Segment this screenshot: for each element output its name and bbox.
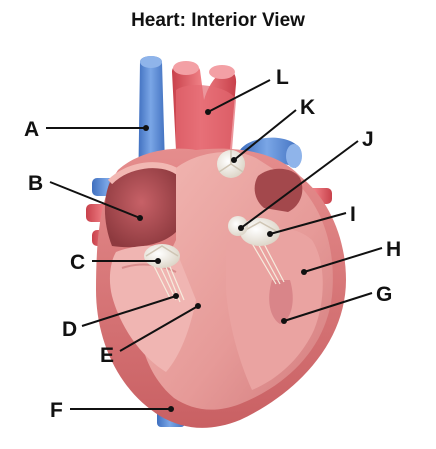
leader-l-dot [205, 109, 211, 115]
label-j: J [362, 128, 374, 151]
leader-g-dot [281, 318, 287, 324]
label-f: F [50, 399, 63, 422]
leader-j [240, 140, 359, 229]
leader-h-dot [301, 269, 307, 275]
leader-a-dot [143, 125, 149, 131]
right-atrium [104, 162, 180, 248]
leader-b [49, 181, 141, 219]
label-e: E [100, 344, 114, 367]
label-k: K [300, 96, 315, 119]
label-b: B [28, 172, 43, 195]
label-i: I [350, 203, 356, 226]
left-atrium [254, 168, 303, 212]
leader-h [303, 247, 383, 273]
labels: A B C D E F G H I J K L [24, 66, 401, 422]
leader-e [119, 305, 199, 352]
leader-g [283, 292, 373, 322]
leader-d-dot [173, 293, 179, 299]
leader-c-dot [155, 258, 161, 264]
leader-lines [46, 79, 383, 412]
label-d: D [62, 318, 77, 341]
leader-d [81, 295, 177, 327]
diagram-title: Heart: Interior View [131, 10, 305, 31]
leader-l [207, 79, 271, 113]
leader-j-dot [238, 225, 244, 231]
label-g: G [376, 283, 392, 306]
leader-k-dot [231, 157, 237, 163]
leader-k [233, 109, 297, 161]
leader-e-dot [195, 303, 201, 309]
label-c: C [70, 251, 85, 274]
leader-f-dot [168, 406, 174, 412]
mitral-valve [240, 218, 280, 246]
label-h: H [386, 238, 401, 261]
aortic-valve [228, 216, 248, 236]
leader-b-dot [137, 215, 143, 221]
leader-i-dot [267, 231, 273, 237]
tricuspid-valve [144, 244, 180, 268]
label-a: A [24, 118, 39, 141]
label-l: L [276, 66, 289, 89]
papillary-muscle [269, 280, 293, 324]
leader-i [269, 212, 347, 235]
aorta [172, 61, 237, 150]
